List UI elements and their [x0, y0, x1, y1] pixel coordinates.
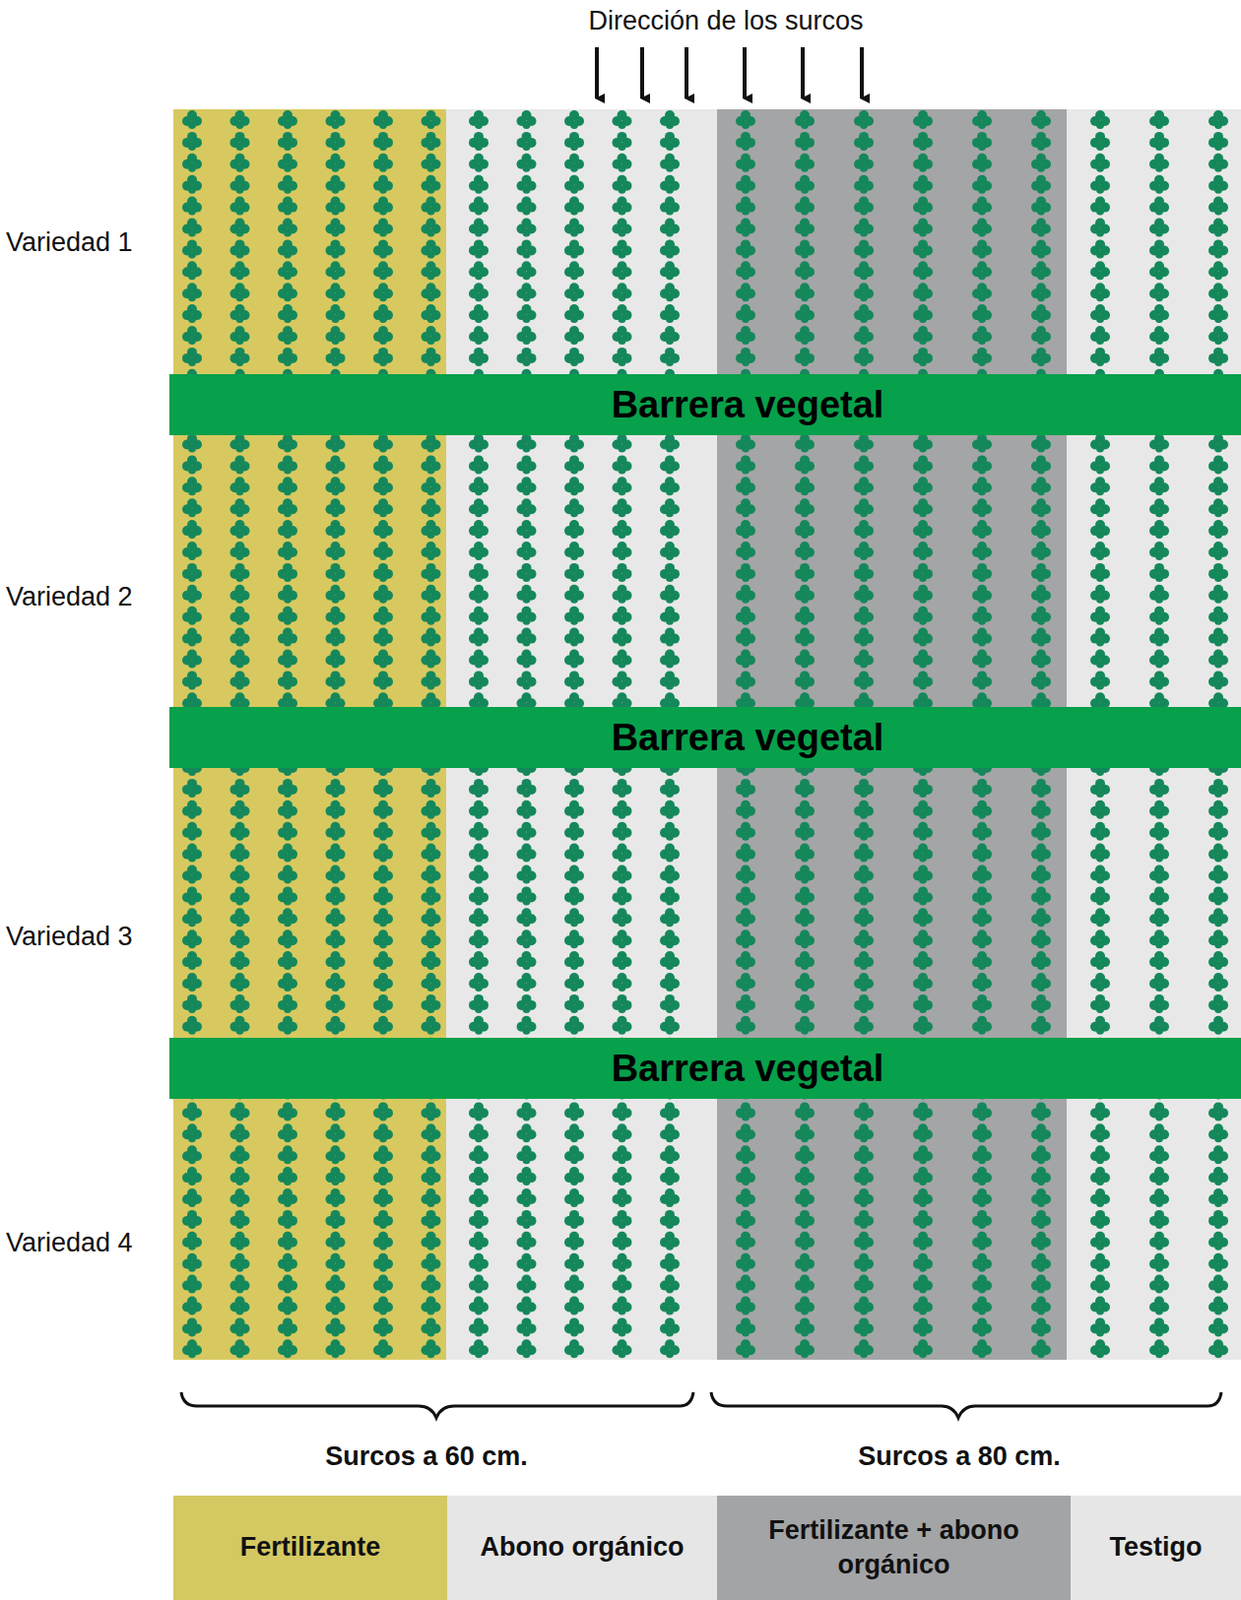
legend-text: Fertilizante	[240, 1530, 382, 1566]
legend-swatch: Fertilizante	[173, 1496, 448, 1600]
spacing-label: Surcos a 80 cm.	[857, 1441, 1061, 1473]
vegetation-barrier: Barrera vegetal	[169, 707, 1241, 769]
brackets	[181, 1392, 1222, 1419]
barrier-label: Barrera vegetal	[611, 384, 885, 427]
legend-swatch: Abono orgánico	[447, 1496, 718, 1600]
legend-text: Testigo	[1110, 1530, 1203, 1566]
spacing-label: Surcos a 60 cm.	[325, 1441, 528, 1473]
variety-label: Variedad 3	[5, 921, 133, 953]
vegetation-barrier: Barrera vegetal	[169, 374, 1241, 436]
variety-label: Variedad 4	[5, 1228, 133, 1259]
barrier-label: Barrera vegetal	[611, 1047, 885, 1091]
legend-text: Fertilizante + abono orgánico	[726, 1513, 1061, 1583]
vegetation-barrier: Barrera vegetal	[169, 1038, 1241, 1100]
furrow-arrows	[596, 47, 862, 99]
legend-swatch: Fertilizante + abono orgánico	[717, 1496, 1071, 1600]
heading: Dirección de los surcos	[587, 5, 863, 37]
variety-label: Variedad 2	[5, 582, 133, 613]
legend-swatch: Testigo	[1070, 1496, 1241, 1600]
legend-text: Abono orgánico	[480, 1530, 685, 1566]
variety-label: Variedad 1	[5, 227, 133, 259]
barrier-label: Barrera vegetal	[611, 717, 885, 760]
